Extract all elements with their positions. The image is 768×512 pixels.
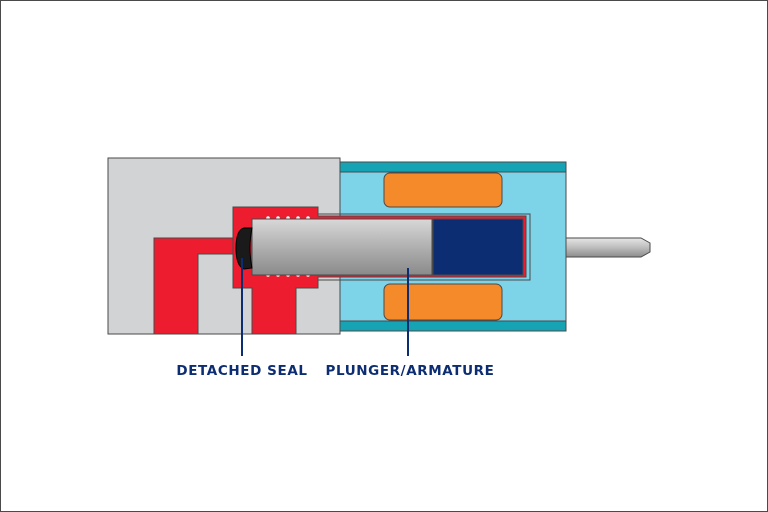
housing-top-rim [337,161,567,173]
push-rod [565,237,651,258]
plunger [251,218,433,276]
armature-core [432,218,524,276]
detached-seal [235,227,253,270]
coil-winding-top [383,172,503,208]
coil-winding-bottom [383,283,503,321]
housing-bottom-rim [337,320,567,332]
plunger-armature-label: PLUNGER/ARMATURE [326,363,495,379]
detached-seal-label: DETACHED SEAL [176,363,307,379]
